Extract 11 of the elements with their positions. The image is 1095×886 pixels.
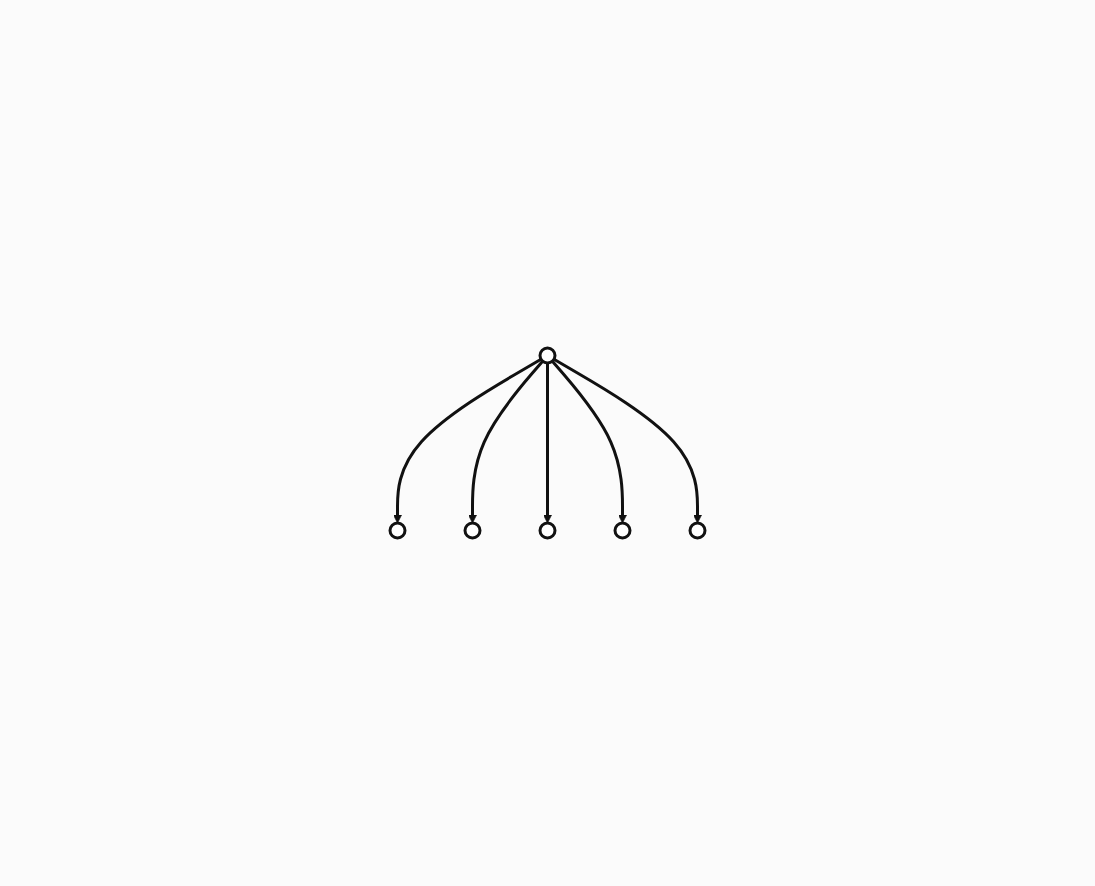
node-circle: [538, 346, 557, 365]
node-circle: [388, 521, 407, 540]
node-circle: [613, 521, 632, 540]
node-circle: [463, 521, 482, 540]
arrow: [468, 360, 544, 524]
arrow: [553, 358, 702, 524]
arrow: [393, 358, 542, 524]
arrow: [551, 360, 627, 524]
node-circle: [538, 521, 557, 540]
arrow: [543, 363, 552, 524]
node-circle: [688, 521, 707, 540]
